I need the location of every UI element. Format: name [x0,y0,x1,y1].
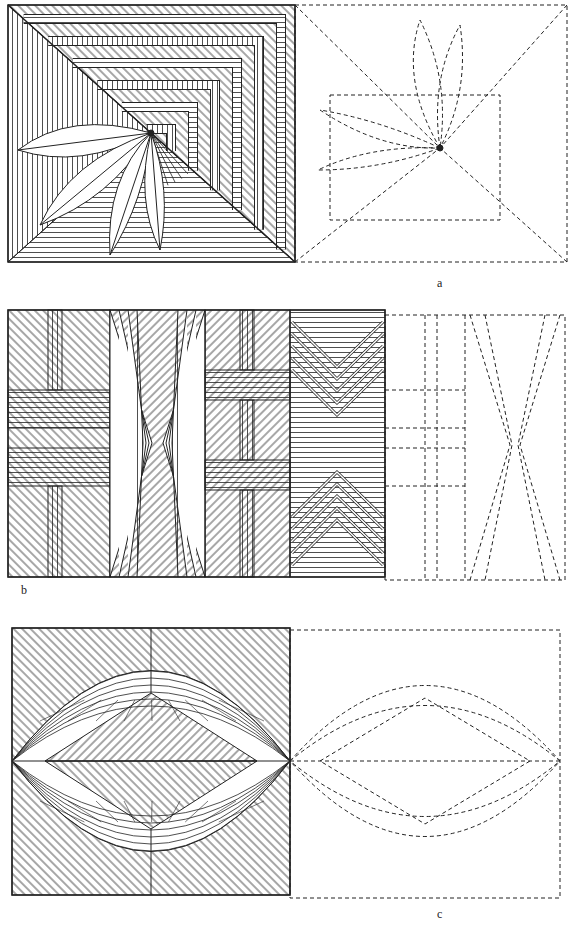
pattern-stroke [202,700,236,721]
pattern-stroke [219,801,264,822]
pattern-stroke [202,801,236,822]
pattern-stroke [292,370,383,415]
pattern-stroke [137,310,143,577]
pattern-stroke [292,358,383,403]
pattern-stroke [12,671,290,851]
pattern-stroke [40,801,84,822]
pattern-stroke [68,801,101,822]
pattern-stroke [12,685,290,837]
panel-letter: a [436,277,443,289]
pattern-stroke [110,310,152,577]
pattern-stroke [40,700,84,721]
pattern-stroke [12,678,290,844]
panel-letter: b [20,584,28,596]
pattern-stroke [292,484,383,529]
pattern-stroke [172,310,178,577]
pattern-stroke [166,310,196,577]
pattern-stroke [12,692,290,830]
pattern-stroke [68,700,101,721]
pattern-stroke [219,700,264,721]
pattern-stroke [292,472,383,517]
pattern-stroke [169,310,187,577]
pattern-stroke [128,310,146,577]
pattern-stroke [292,472,383,517]
pattern-stroke [163,310,205,577]
pattern-stroke [292,370,383,415]
pattern-stroke [292,484,383,529]
pattern-stroke [119,310,149,577]
panel-letter: c [436,908,443,920]
pattern-stroke [292,358,383,403]
